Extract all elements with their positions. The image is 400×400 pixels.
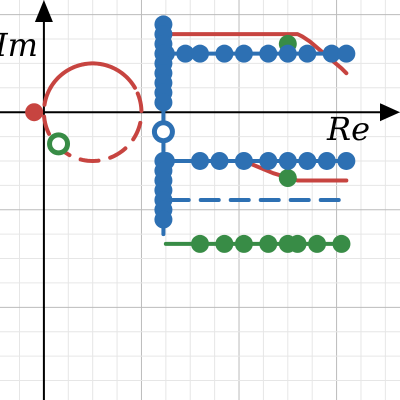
y-axis-arrow-icon [34,0,53,22]
blue-series-9-point-6 [298,151,317,170]
green-series-13-point-7 [332,234,351,253]
series [25,15,356,253]
blue-series-9-point-4 [259,151,278,170]
blue-series-8-point-5 [259,44,278,63]
blue-series-8-point-2 [191,44,209,63]
x-axis-arrow-icon [380,103,400,122]
green-series-13-point-6 [308,234,327,253]
green-point-3 [47,132,71,156]
blue-series-9-point-3 [234,151,253,170]
red-series-1-arc [48,61,137,90]
blue-series-9-point-8 [337,151,356,170]
y-axis-label: Im [0,26,38,64]
blue-series-8-point-3 [215,44,234,63]
green-series-13-point-5 [288,234,307,253]
green-series-13-point-2 [234,234,253,253]
blue-series-10-point-15 [154,210,173,229]
green-series-13-point-1 [215,234,234,253]
blue-series-8-point-1 [176,44,195,63]
red-point-2 [25,103,44,122]
blue-series-9-point-1 [191,151,209,170]
blue-series-9-point-7 [317,151,336,170]
blue-series-8-point-4 [234,44,253,63]
blue-series-8-point-9 [337,44,356,63]
green-series-13-point-3 [259,234,278,253]
red-series-0-dashed-arc [41,85,144,163]
green-point-7 [278,169,297,188]
x-axis-label: Re [326,110,370,148]
blue-series-8-point-8 [322,44,341,63]
blue-series-8-point-7 [298,44,317,63]
blue-series-9-point-2 [210,151,229,170]
blue-series-8-point-6 [278,44,297,63]
blue-series-9-point-5 [278,151,297,170]
blue-series-10-point-8 [154,93,173,112]
green-series-13-point-0 [191,234,209,253]
blue-point-11 [151,120,175,144]
red-series-4-curve [163,32,349,76]
